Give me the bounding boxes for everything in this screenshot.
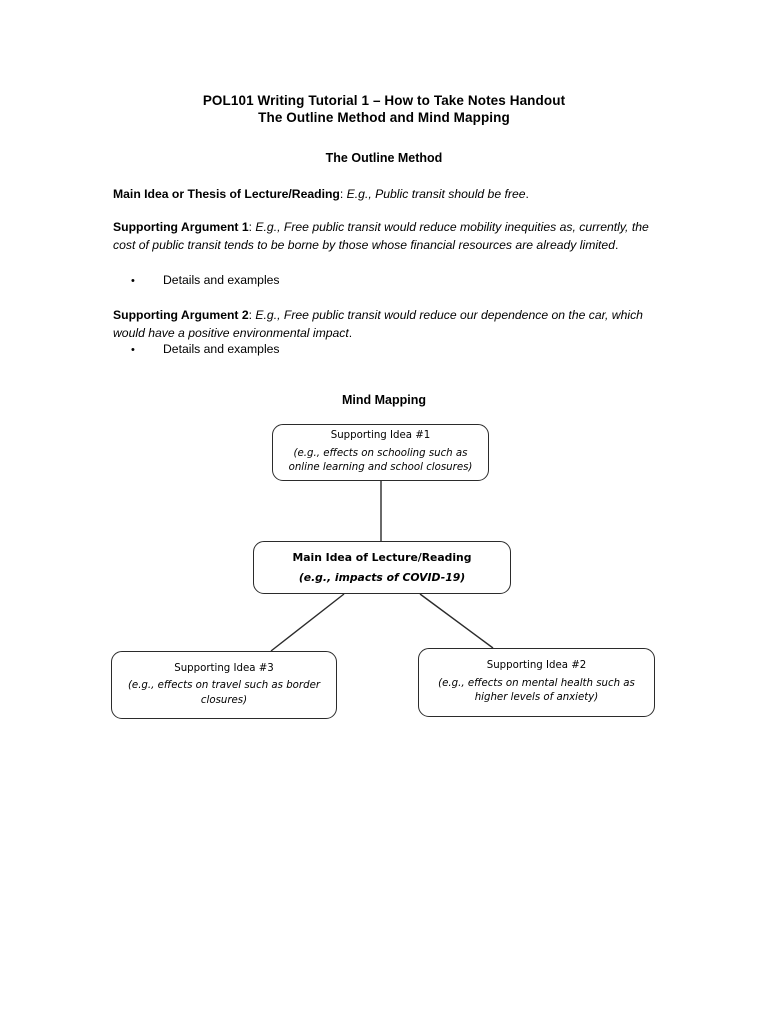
mindmap-node-supporting-idea-1: Supporting Idea #1 (e.g., effects on sch…: [272, 424, 489, 481]
argument-2-terminator: .: [348, 325, 353, 340]
list-item: • Details and examples: [131, 341, 280, 359]
node-subtitle: (e.g., impacts of COVID-19): [298, 571, 466, 584]
node-title: Supporting Idea #3: [174, 662, 274, 674]
node-title: Main Idea of Lecture/Reading: [292, 551, 472, 564]
argument-2-separator: :: [248, 308, 256, 322]
mindmap-node-supporting-idea-2: Supporting Idea #2 (e.g., effects on men…: [418, 648, 655, 717]
mindmap-node-main-idea: Main Idea of Lecture/Reading (e.g., impa…: [253, 541, 511, 594]
list-item-label: Details and examples: [163, 273, 280, 287]
connector-main-to-idea3: [270, 593, 345, 652]
argument-1-label: Supporting Argument 1: [113, 220, 249, 234]
thesis-terminator: .: [525, 187, 529, 201]
argument-1-example: E.g., Free public transit would reduce m…: [113, 220, 649, 252]
thesis-separator: :: [339, 187, 347, 201]
node-title: Supporting Idea #1: [330, 430, 431, 442]
node-subtitle: (e.g., effects on travel such as border …: [127, 680, 321, 706]
node-subtitle: (e.g., effects on schooling such as onli…: [288, 447, 473, 474]
section-heading-outline-method: The Outline Method: [325, 151, 443, 165]
thesis-label: Main Idea or Thesis of Lecture/Reading: [113, 187, 340, 201]
argument-2-example: E.g., Free public transit would reduce o…: [113, 308, 643, 340]
bullet-icon: •: [131, 275, 135, 287]
node-subtitle: (e.g., effects on mental health such as …: [438, 677, 635, 704]
section-heading-mind-mapping: Mind Mapping: [341, 393, 426, 407]
connector-main-to-idea2: [419, 593, 494, 649]
supporting-argument-1-line: Supporting Argument 1: E.g., Free public…: [113, 219, 656, 254]
list-item: • Details and examples: [131, 272, 280, 290]
list-item-label: Details and examples: [163, 342, 280, 356]
document-title-line-1: POL101 Writing Tutorial 1 – How to Take …: [202, 93, 566, 108]
bullet-icon: •: [131, 344, 135, 356]
thesis-statement-line: Main Idea or Thesis of Lecture/Reading: …: [113, 186, 656, 204]
argument-2-label: Supporting Argument 2: [113, 308, 249, 322]
argument-1-terminator: .: [615, 237, 619, 252]
supporting-argument-2-line: Supporting Argument 2: E.g., Free public…: [113, 307, 656, 342]
document-title: POL101 Writing Tutorial 1 – How to Take …: [0, 92, 768, 126]
document-title-line-2: The Outline Method and Mind Mapping: [258, 110, 510, 125]
argument-1-separator: :: [248, 220, 256, 234]
node-title: Supporting Idea #2: [486, 660, 587, 672]
thesis-example: E.g., Public transit should be free: [346, 187, 526, 201]
mindmap-node-supporting-idea-3: Supporting Idea #3 (e.g., effects on tra…: [111, 651, 337, 719]
